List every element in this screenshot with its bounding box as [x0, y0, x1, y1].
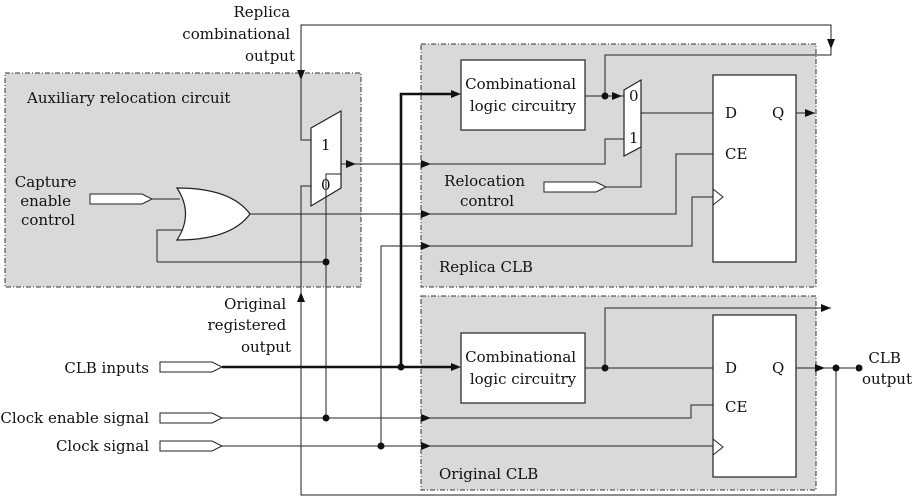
junction-dots: [322, 92, 863, 450]
original-ff-q-label: Q: [772, 359, 784, 377]
clb-inputs-pin: [159, 361, 224, 373]
replica-combinational-logic-box: [460, 59, 586, 131]
clb-inputs-label: CLB inputs: [64, 359, 149, 377]
auxiliary-circuit-title: Auxiliary relocation circuit: [26, 89, 230, 107]
clock-enable-signal-label: Clock enable signal: [0, 409, 149, 427]
original-ff-d-label: D: [725, 359, 737, 377]
arrowheads: [297, 39, 835, 450]
clb-output-label: CLB output: [862, 349, 912, 388]
auxiliary-relocation-region: [4, 72, 362, 288]
original-flip-flop: [712, 314, 797, 478]
relocation-control-pin: [543, 181, 608, 193]
relocation-mux-input-0-label: 0: [629, 87, 639, 105]
original-ff-ce-label: CE: [725, 398, 747, 416]
original-registered-output-label: Original registered output: [208, 295, 291, 356]
relocation-control-label: Relocation control: [444, 172, 530, 210]
replica-flip-flop: [712, 74, 797, 263]
auxiliary-multiplexer: [310, 109, 342, 208]
clock-signal-label: Clock signal: [56, 437, 149, 455]
capture-enable-pin: [89, 193, 154, 205]
replica-clb-label: Replica CLB: [439, 258, 533, 276]
original-combinational-logic-box: [460, 332, 586, 404]
clock-enable-pin: [159, 412, 224, 424]
clb-inputs-bus: [222, 92, 453, 369]
original-clock-triangle: [712, 438, 724, 456]
capture-enable-label: Capture enable control: [15, 173, 82, 229]
wiring: [152, 24, 855, 496]
original-comb-logic-label: Combinational logic circuitry: [465, 348, 581, 388]
aux-mux-input-1-label: 1: [321, 136, 331, 154]
replica-ff-q-label: Q: [772, 104, 784, 122]
replica-ff-d-label: D: [725, 104, 737, 122]
clock-signal-pin: [159, 440, 224, 452]
replica-clock-triangle: [712, 188, 724, 206]
replica-output-label: Replica combinational output: [182, 3, 295, 65]
or-gate: [175, 187, 251, 241]
aux-mux-input-0-label: 0: [321, 176, 331, 194]
original-clb-label: Original CLB: [439, 465, 538, 483]
replica-comb-logic-label: Combinational logic circuitry: [465, 75, 581, 115]
relocation-mux-input-1-label: 1: [629, 129, 639, 147]
replica-ff-ce-label: CE: [725, 145, 747, 163]
